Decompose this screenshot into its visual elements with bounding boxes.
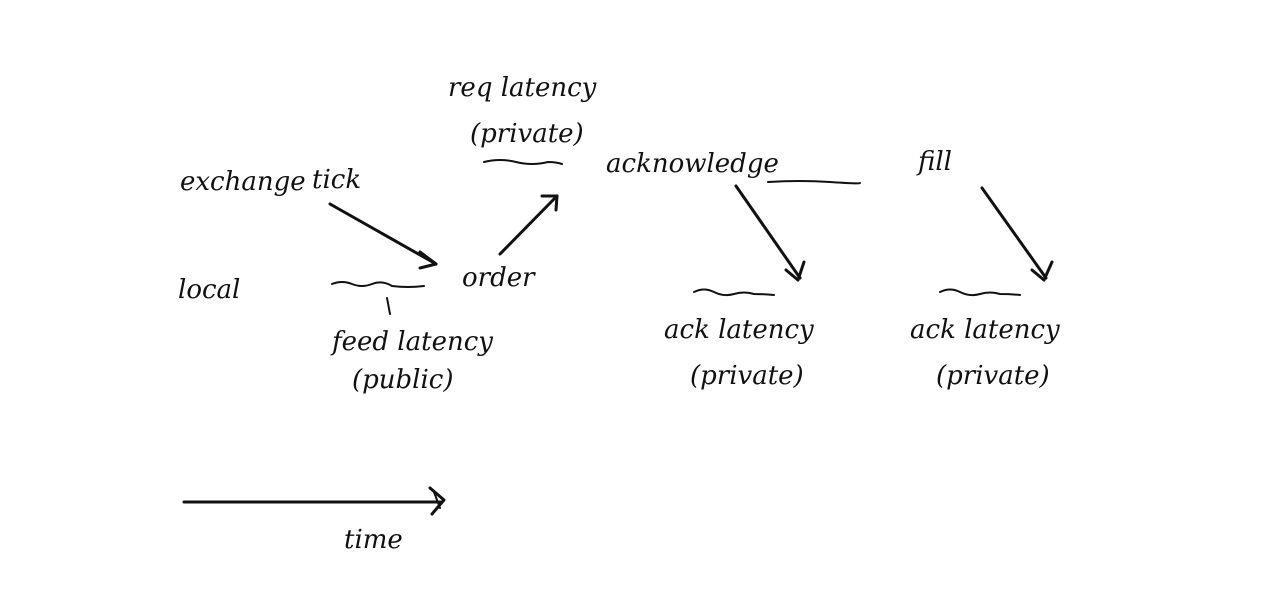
feed-latency-tick-mark xyxy=(386,297,391,315)
event-label-fill: fill xyxy=(916,147,952,177)
ack-latency-2-wave xyxy=(939,288,1021,297)
time-axis-arrow xyxy=(182,486,446,516)
req-latency-scope: (private) xyxy=(470,119,584,149)
req-latency-label: req latency xyxy=(448,73,597,103)
arrow-tick-to-local xyxy=(328,202,438,270)
feed-latency-label: feed latency xyxy=(330,327,493,357)
ack-latency-1-label: ack latency xyxy=(664,315,814,345)
row-label-local: local xyxy=(178,275,240,305)
ack-latency-1-wave xyxy=(693,288,775,297)
feed-latency-wave xyxy=(331,281,425,288)
arrow-fill-to-local xyxy=(980,186,1054,282)
ack-latency-1-scope: (private) xyxy=(690,361,804,391)
event-label-tick: tick xyxy=(312,165,361,195)
exchange-timeline-segment xyxy=(767,180,861,185)
arrow-acknowledge-to-local xyxy=(734,184,806,282)
ack-latency-2-scope: (private) xyxy=(936,361,1050,391)
row-label-exchange: exchange xyxy=(180,167,306,197)
event-label-order: order xyxy=(462,263,536,293)
ack-latency-2-label: ack latency xyxy=(910,315,1060,345)
arrow-order-to-exchange xyxy=(498,194,559,256)
time-axis-label: time xyxy=(344,525,403,555)
req-latency-underline xyxy=(483,159,563,165)
feed-latency-scope: (public) xyxy=(352,365,454,395)
event-label-acknowledge: acknowledge xyxy=(606,149,779,179)
